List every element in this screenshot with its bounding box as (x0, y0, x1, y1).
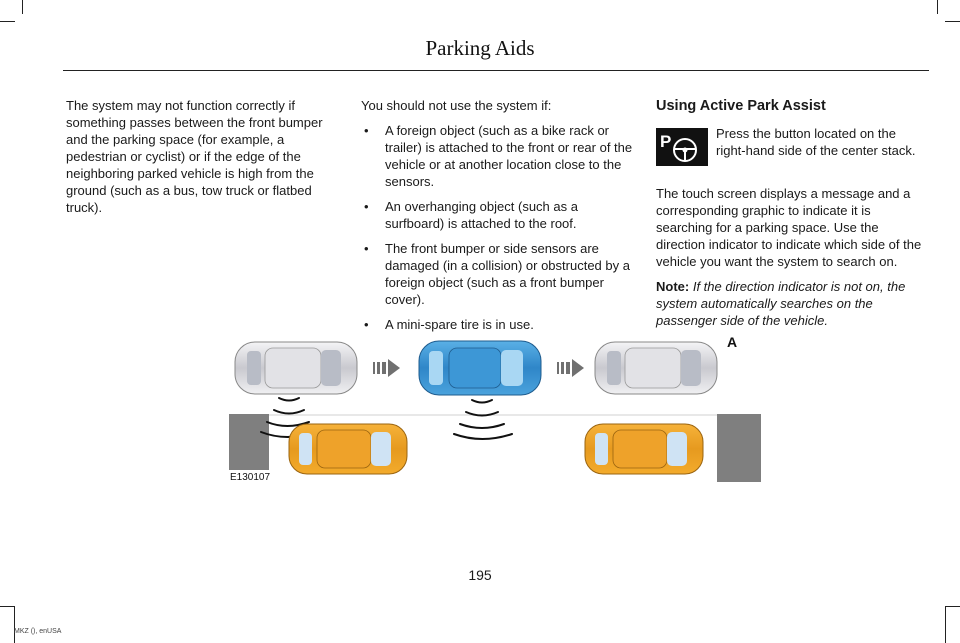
icon-instruction: Press the button located on the right-ha… (716, 126, 916, 158)
list-item-text: A mini-spare tire is in use. (385, 317, 534, 332)
note-label: Note: (656, 279, 690, 294)
car-searching (418, 340, 542, 396)
crop-mark (945, 606, 960, 607)
title-rule (63, 70, 929, 71)
list-item-text: An overhanging object (such as a surfboa… (385, 199, 578, 231)
car-parked-1 (288, 423, 408, 475)
page-number: 195 (468, 567, 492, 583)
crop-mark (945, 606, 946, 643)
note: Note: If the direction indicator is not … (656, 278, 928, 329)
sensor-waves-icon (453, 399, 513, 440)
body-paragraph: The touch screen displays a message and … (656, 186, 922, 269)
arrow-right-icon (557, 359, 584, 377)
note-text: If the direction indicator is not on, th… (656, 279, 906, 328)
list-item: • A mini-spare tire is in use. (361, 316, 633, 333)
svg-text:P: P (660, 132, 671, 151)
list-item: • The front bumper or side sensors are da… (361, 240, 633, 308)
crop-mark (937, 0, 938, 14)
crop-mark (945, 21, 960, 22)
crop-mark (0, 606, 15, 607)
bullet-glyph: • (364, 241, 369, 256)
restriction-list: • A foreign object (such as a bike rack o… (361, 122, 633, 333)
list-item-text: A foreign object (such as a bike rack or… (385, 123, 633, 189)
parking-illustration: A E130107 (229, 334, 761, 482)
column-3: Using Active Park Assist P Press the but… (656, 97, 928, 337)
curb-edge (269, 414, 717, 416)
column-1: The system may not function correctly if… (66, 97, 338, 224)
curb-block (717, 414, 761, 482)
park-assist-icon: P (656, 128, 708, 166)
car-parked-2 (584, 423, 704, 475)
bullet-glyph: • (364, 317, 369, 332)
figure-code: E130107 (230, 472, 270, 482)
list-item: • An overhanging object (such as a surfbo… (361, 198, 633, 232)
crop-mark (14, 606, 15, 643)
column-2: You should not use the system if: • A for… (361, 97, 633, 341)
list-item: • A foreign object (such as a bike rack o… (361, 122, 633, 190)
bullet-glyph: • (364, 123, 369, 138)
crop-mark (22, 0, 23, 14)
list-item-text: The front bumper or side sensors are dam… (385, 241, 630, 307)
arrow-right-icon (373, 359, 400, 377)
body-paragraph: The system may not function correctly if… (66, 98, 323, 215)
car-other-1 (234, 341, 358, 395)
car-other-2 (594, 341, 718, 395)
list-intro: You should not use the system if: (361, 98, 552, 113)
crop-mark (0, 21, 15, 22)
figure-code-box (229, 470, 269, 482)
edition-label: MKZ (), enUSA (14, 628, 62, 635)
icon-row: P Press the button located on the right-… (656, 125, 928, 175)
figure-label-a: A (727, 334, 737, 350)
page-title: Parking Aids (425, 36, 535, 60)
section-heading: Using Active Park Assist (656, 98, 826, 114)
bullet-glyph: • (364, 199, 369, 214)
